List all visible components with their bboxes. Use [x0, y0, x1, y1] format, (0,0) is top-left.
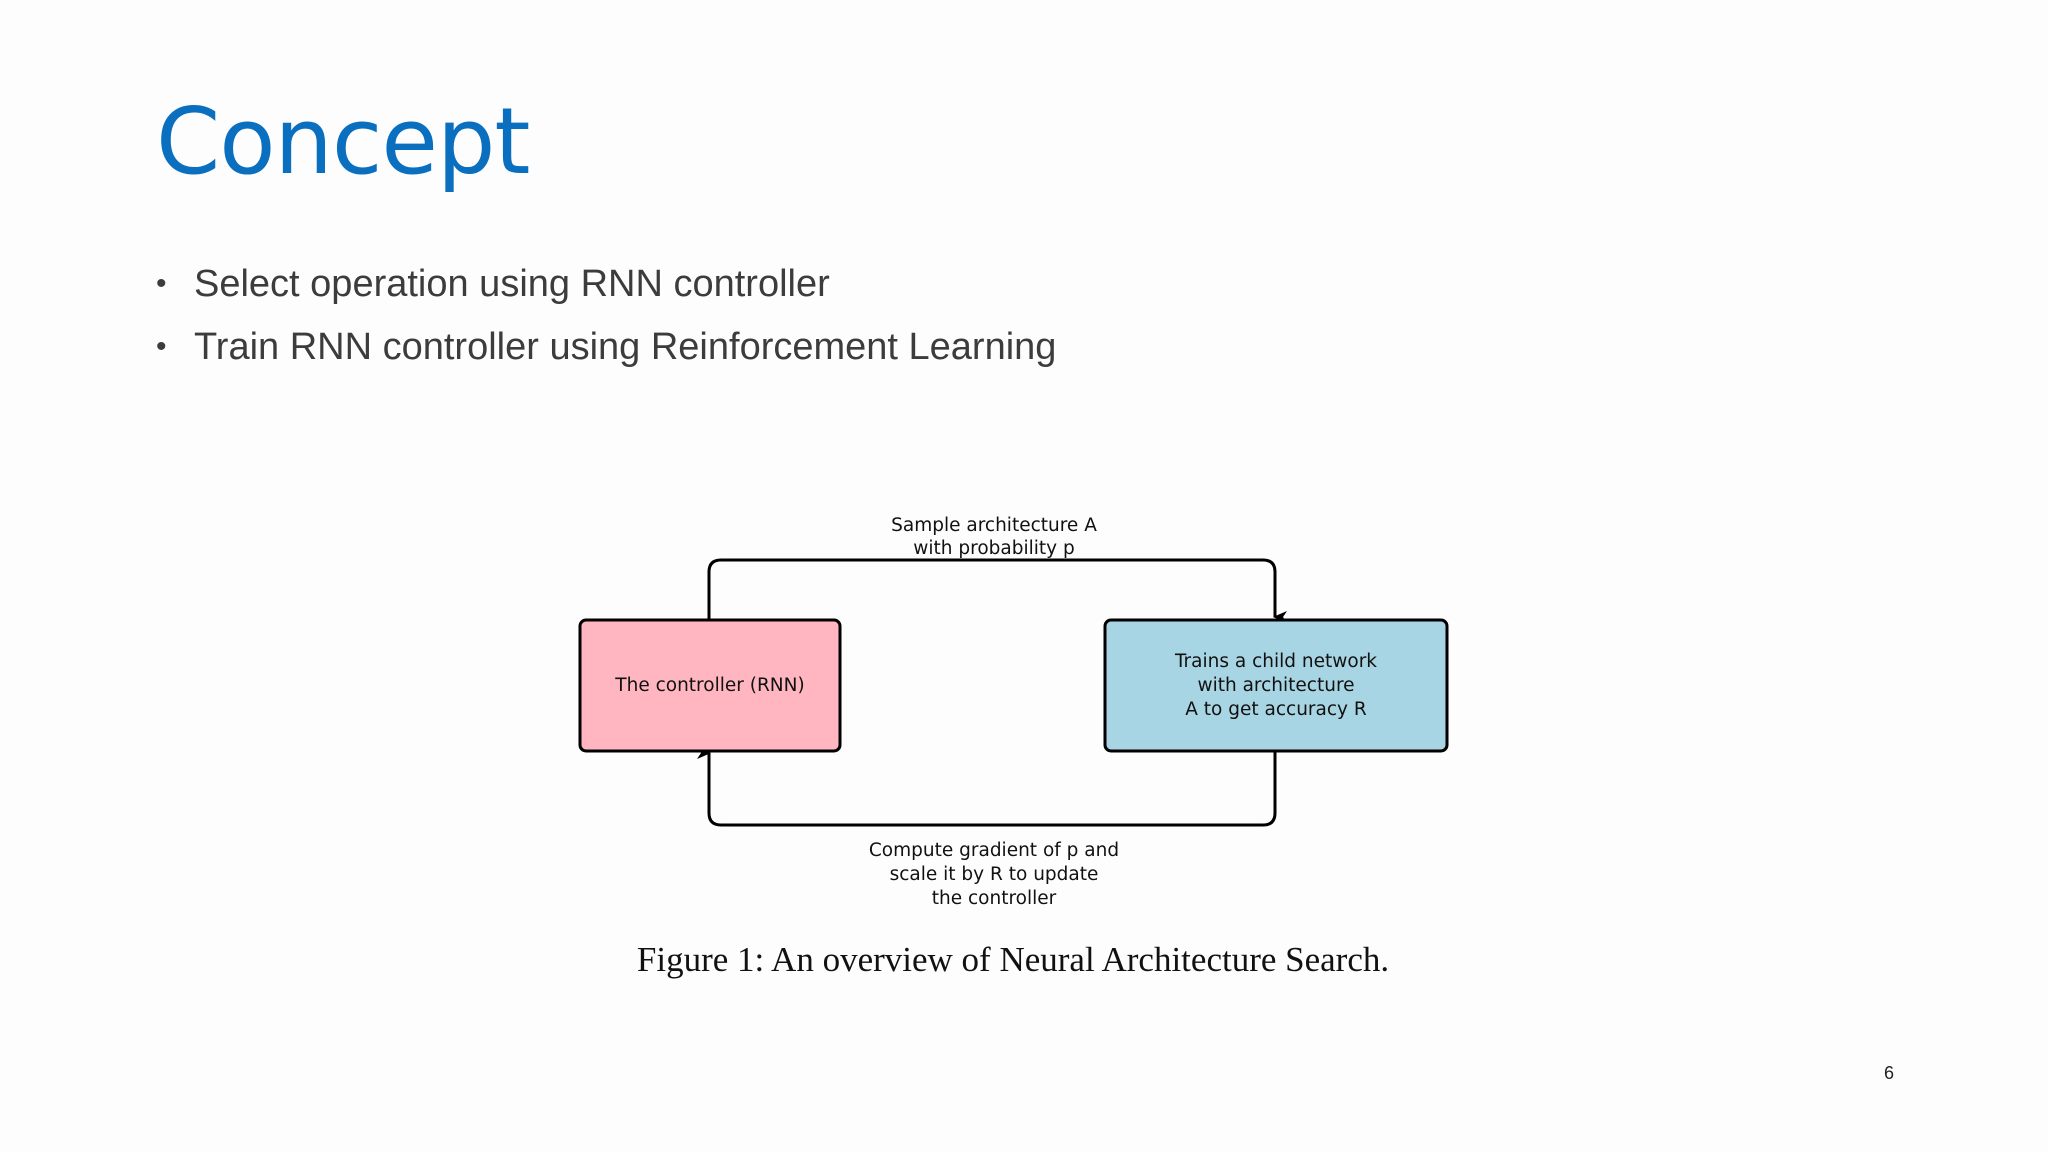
slide-title: Concept: [156, 88, 530, 195]
bullet-text: Select operation using RNN controller: [194, 263, 830, 305]
child-label-line: A to get accuracy R: [1185, 699, 1367, 720]
bullet-icon: •: [156, 330, 167, 363]
figure-caption: Figure 1: An overview of Neural Architec…: [636, 940, 1390, 979]
bullet-icon: •: [156, 267, 167, 300]
bottom-label-line: scale it by R to update: [890, 864, 1099, 885]
bullet-text: Train RNN controller using Reinforcement…: [194, 326, 1057, 368]
controller-box: [578, 618, 842, 753]
bullet-item: • Train RNN controller using Reinforcemen…: [156, 321, 1056, 384]
child-label-line: Trains a child network: [1174, 651, 1377, 672]
bottom-arrow: [697, 747, 1277, 827]
top-label-line: Sample architecture A: [891, 515, 1097, 536]
child-label-line: with architecture: [1197, 675, 1354, 696]
controller-label: The controller (RNN): [614, 675, 804, 696]
bottom-label-line: Compute gradient of p and: [869, 840, 1119, 861]
bullet-list: • Select operation using RNN controller •…: [156, 258, 1056, 384]
bottom-label-line: the controller: [932, 888, 1057, 909]
bullet-item: • Select operation using RNN controller: [156, 258, 1056, 321]
page-number: 6: [1884, 1063, 1895, 1083]
top-label-line: with probability p: [913, 538, 1074, 559]
child-network-box: [1103, 618, 1449, 753]
top-arrow: [707, 558, 1287, 623]
